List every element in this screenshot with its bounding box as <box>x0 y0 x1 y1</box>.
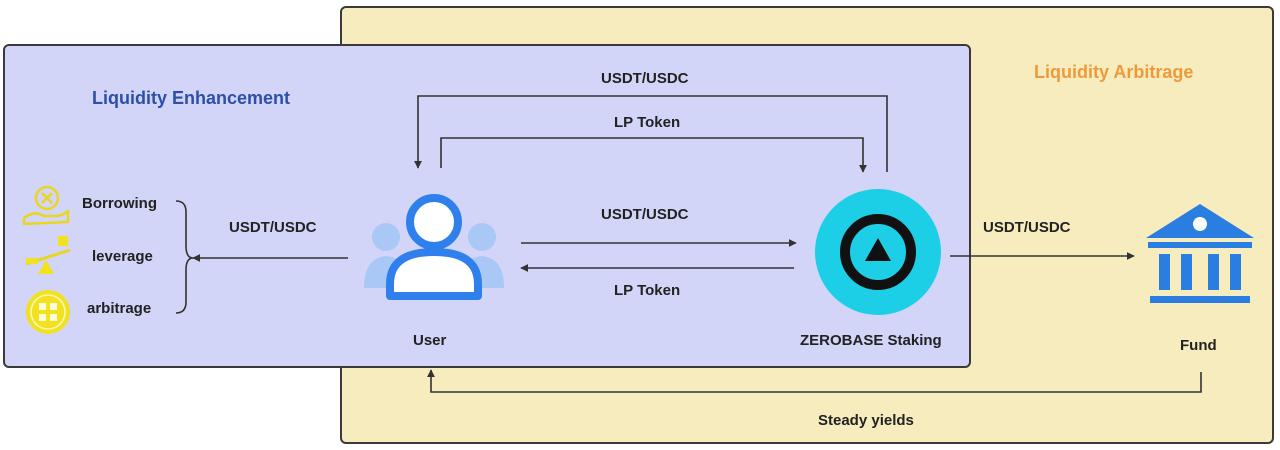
grid-coin-icon <box>26 290 70 334</box>
label-user-to-uses: USDT/USDC <box>229 219 317 236</box>
label-user-to-staking: USDT/USDC <box>601 206 689 223</box>
label-staking-to-fund: USDT/USDC <box>983 219 1071 236</box>
use-leverage: leverage <box>92 248 153 265</box>
seesaw-icon <box>25 236 71 274</box>
user-icon <box>364 194 504 300</box>
edge-fund-to-user <box>427 369 1202 393</box>
label-fund-to-user: Steady yields <box>818 412 914 429</box>
edge-top-lp <box>440 137 867 173</box>
zerobase-logo-icon <box>815 189 941 315</box>
fund-label: Fund <box>1180 337 1217 354</box>
user-label: User <box>413 332 447 349</box>
uses-brace <box>175 200 194 314</box>
use-arbitrage: arbitrage <box>87 300 152 317</box>
label-top-return: USDT/USDC <box>601 70 689 87</box>
label-top-lp: LP Token <box>614 114 681 131</box>
liquidity-enhancement-title: Liquidity Enhancement <box>92 88 291 108</box>
label-staking-to-user: LP Token <box>614 282 681 299</box>
bank-icon <box>1146 204 1254 303</box>
staking-label: ZEROBASE Staking <box>800 332 942 349</box>
use-borrowing: Borrowing <box>82 195 157 212</box>
liquidity-enhancement-region <box>3 44 971 368</box>
liquidity-arbitrage-title: Liquidity Arbitrage <box>1034 62 1194 82</box>
coin-on-hand-icon <box>22 185 70 226</box>
edge-top-return <box>414 95 888 172</box>
